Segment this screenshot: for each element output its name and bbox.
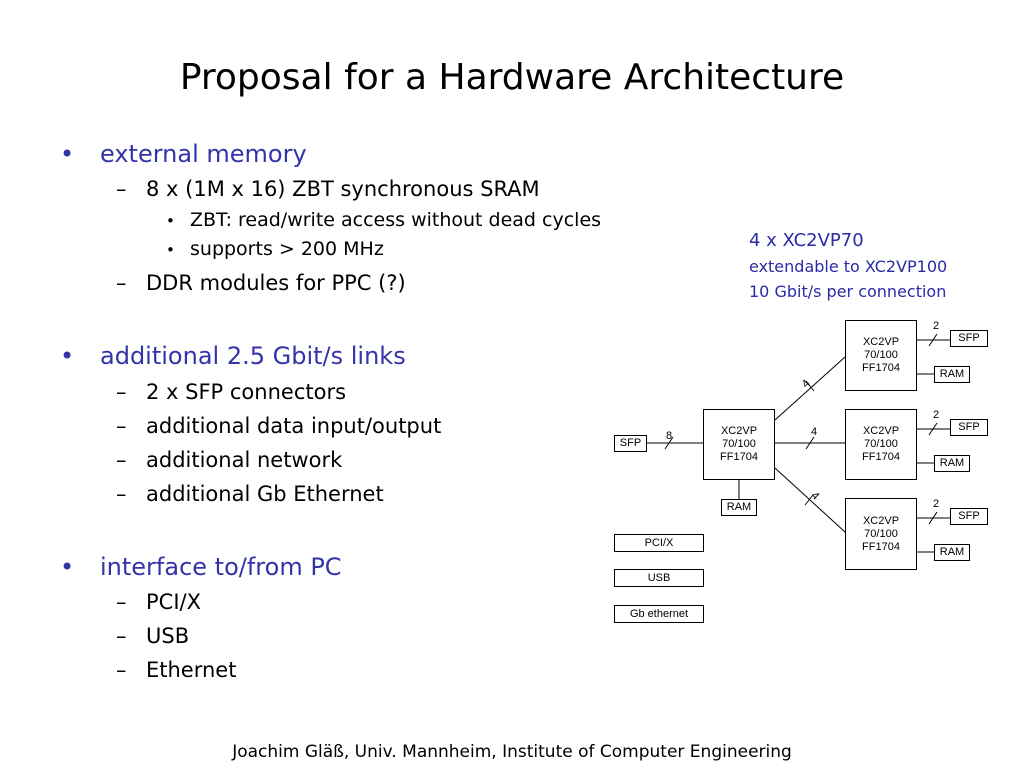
subbullet-data: –additional data input/output [116,411,441,441]
bullet-mark: • [60,140,75,168]
bullet-text: external memory [100,140,307,168]
slide-footer: Joachim Gläß, Univ. Mannheim, Institute … [232,742,792,762]
subbullet-text: Ethernet [146,658,237,682]
dash-mark: – [116,448,127,472]
subbullet-text: DDR modules for PPC (?) [146,271,406,295]
subsubbullet-text: supports > 200 MHz [190,238,384,260]
subbullet-sram: –8 x (1M x 16) ZBT synchronous SRAM [116,174,540,204]
subbullet-sfp: –2 x SFP connectors [116,377,346,407]
bus-width-label-8: 8 [666,430,673,442]
sfp-connector: SFP [950,419,988,436]
subbullet-text: additional Gb Ethernet [146,482,384,506]
gb-ethernet-interface: Gb ethernet [614,605,704,623]
chip-package: FF1704 [862,540,900,553]
chip-type: XC2VP [862,336,900,348]
subsubbullet-mhz: • supports > 200 MHz [166,236,384,263]
chip-size: 70/100 [864,527,898,540]
dash-mark: – [116,414,127,438]
fpga-extend-note: extendable to XC2VP100 [749,257,948,276]
bullet-mark: • [166,212,175,230]
subsubbullet-text: ZBT: read/write access without dead cycl… [190,209,602,231]
fpga-chip-upper: XC2VP 70/100 FF1704 [845,320,917,391]
sfp-connector: SFP [950,508,988,525]
bullet-interface-pc: • interface to/from PC [60,551,342,583]
subbullet-text: PCI/X [146,590,201,614]
link-rate-note: 10 Gbit/s per connection [749,282,947,301]
fpga-chip-lower: XC2VP 70/100 FF1704 [845,498,917,570]
chip-size: 70/100 [722,438,756,450]
ram-block: RAM [934,544,970,561]
subbullet-text: 8 x (1M x 16) ZBT synchronous SRAM [146,177,540,201]
dash-mark: – [116,271,127,295]
chip-type: XC2VP [862,425,900,437]
bullet-mark: • [60,342,75,370]
chip-package: FF1704 [862,451,900,463]
ram-block: RAM [934,455,970,472]
fpga-chip-center: XC2VP 70/100 FF1704 [703,409,775,480]
chip-size: 70/100 [864,438,898,450]
dash-mark: – [116,658,127,682]
subbullet-text: 2 x SFP connectors [146,380,347,404]
dash-mark: – [116,624,127,648]
subbullet-ethernet: –additional Gb Ethernet [116,479,384,509]
sfp-connector: SFP [950,330,988,347]
subbullet-text: additional data input/output [146,414,442,438]
subbullet-text: USB [146,624,190,648]
chip-type: XC2VP [720,425,758,437]
dash-mark: – [116,590,127,614]
subbullet-pcix: –PCI/X [116,587,201,617]
chip-type: XC2VP [862,514,900,527]
dash-mark: – [116,177,127,201]
subbullet-pc-ethernet: –Ethernet [116,655,236,685]
usb-interface: USB [614,569,704,587]
chip-package: FF1704 [720,451,758,463]
chip-size: 70/100 [864,349,898,361]
bullet-text: additional 2.5 Gbit/s links [100,342,406,370]
pcix-interface: PCI/X [614,534,704,552]
chip-package: FF1704 [862,362,900,374]
sfp-connector: SFP [614,435,647,452]
fpga-count-note: 4 x XC2VP70 [749,230,864,251]
bullet-mark: • [60,553,75,581]
bullet-external-memory: • external memory [60,138,307,170]
bullet-mark: • [166,241,175,259]
subbullet-usb: –USB [116,621,189,651]
dash-mark: – [116,482,127,506]
ram-block: RAM [721,499,757,516]
subbullet-text: additional network [146,448,343,472]
bus-width-label-middle: 4 [811,426,818,438]
subbullet-ddr: –DDR modules for PPC (?) [116,268,406,298]
ram-block: RAM [934,366,970,383]
slide-title: Proposal for a Hardware Architecture [179,57,845,98]
bullet-text: interface to/from PC [100,553,342,581]
bus-width-label-2: 2 [933,498,940,510]
dash-mark: – [116,380,127,404]
bullet-additional-links: • additional 2.5 Gbit/s links [60,340,406,372]
bus-width-label-2: 2 [933,409,940,421]
bus-width-label-2: 2 [933,320,940,332]
fpga-chip-middle: XC2VP 70/100 FF1704 [845,409,917,480]
subbullet-network: –additional network [116,445,342,475]
subsubbullet-zbt: • ZBT: read/write access without dead cyc… [166,207,601,234]
